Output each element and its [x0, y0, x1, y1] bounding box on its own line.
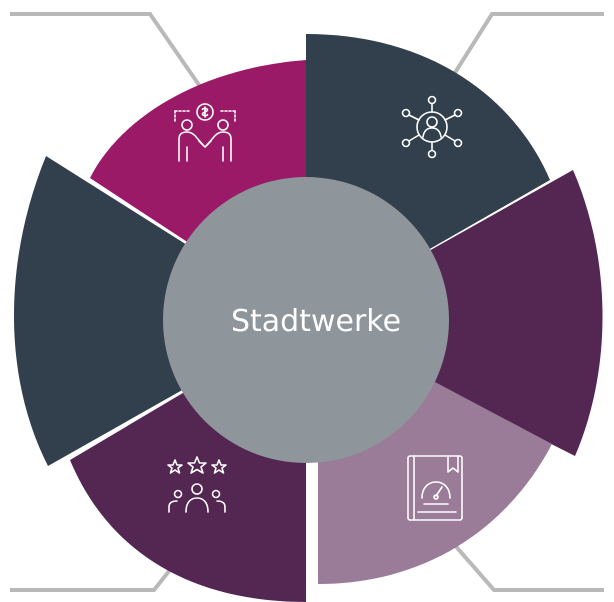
star-rating-team-icon: [167, 456, 227, 513]
connector-top-left: [10, 12, 211, 101]
segment-left[interactable]: [13, 156, 306, 466]
network-person-icon: [401, 95, 463, 159]
center-label: Stadtwerke: [231, 304, 401, 339]
gauge-book-icon: [407, 455, 463, 521]
center-circle: [163, 177, 449, 463]
handshake-money-icon: [174, 103, 236, 162]
connector-bottom-right: [435, 523, 604, 592]
segment-right[interactable]: [306, 170, 603, 456]
